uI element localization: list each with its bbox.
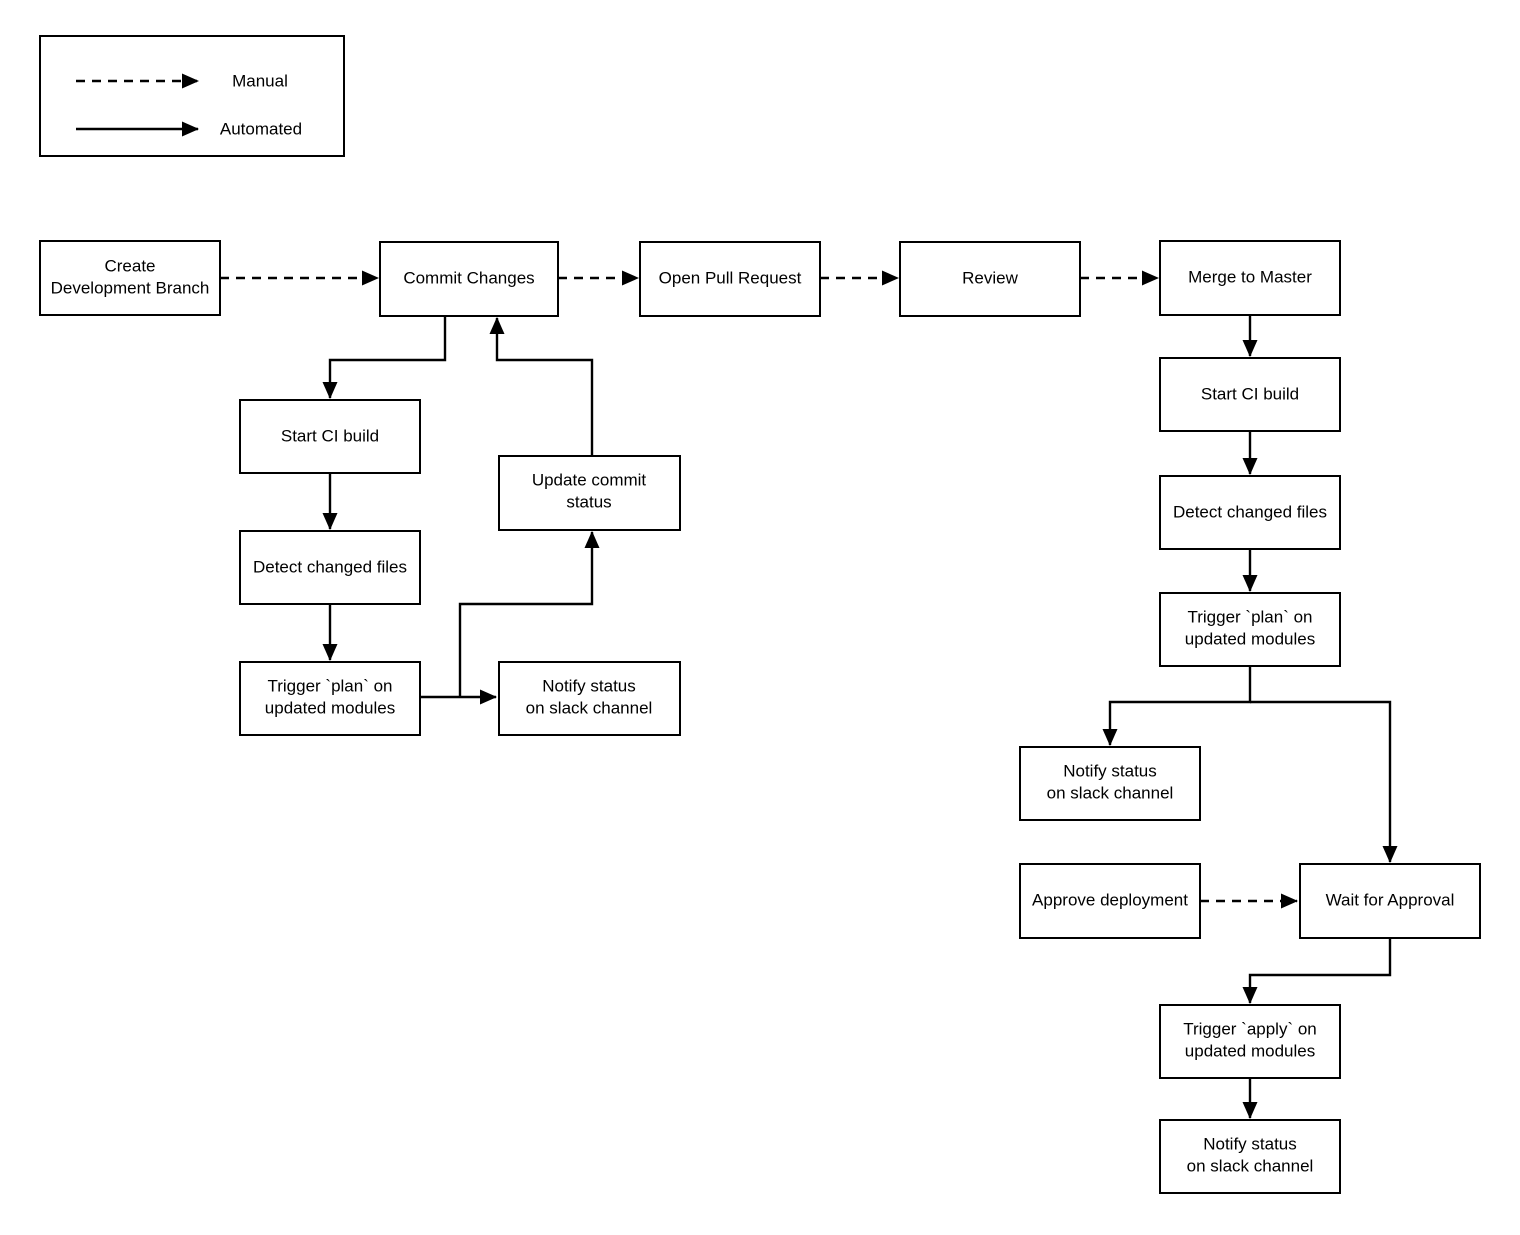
legend: Manual Automated <box>39 35 345 157</box>
node-update-commit-status[interactable]: Update commit status <box>498 455 681 531</box>
node-trigger-apply[interactable]: Trigger `apply` on updated modules <box>1159 1004 1341 1079</box>
node-wait-for-approval-box[interactable] <box>1299 863 1481 939</box>
node-right-detect-changed-files-line1: Detect changed files <box>1173 502 1327 521</box>
node-open-pull-request-box[interactable] <box>639 241 821 317</box>
node-right-notify-slack-apply-line1: Notify status <box>1203 1134 1297 1153</box>
node-left-start-ci-build-box[interactable] <box>239 399 421 474</box>
node-trigger-apply-line2: updated modules <box>1185 1041 1315 1060</box>
node-merge-to-master-box[interactable] <box>1159 240 1341 316</box>
node-review-box[interactable] <box>899 241 1081 317</box>
node-create-development-branch[interactable]: Create Development Branch <box>39 240 221 316</box>
nodes: Create Development Branch Commit Changes… <box>39 240 1481 1194</box>
node-right-detect-changed-files[interactable]: Detect changed files <box>1159 475 1341 550</box>
node-trigger-apply-box[interactable] <box>1159 1004 1341 1079</box>
node-right-trigger-plan-box[interactable] <box>1159 592 1341 667</box>
node-left-notify-slack-line1: Notify status <box>542 676 636 695</box>
node-open-pull-request[interactable]: Open Pull Request <box>639 241 821 317</box>
node-right-start-ci-build-line1: Start CI build <box>1201 384 1299 403</box>
node-review-line1: Review <box>962 268 1018 287</box>
node-right-detect-changed-files-box[interactable] <box>1159 475 1341 550</box>
node-left-detect-changed-files[interactable]: Detect changed files <box>239 530 421 605</box>
edges <box>220 270 1398 1120</box>
node-left-notify-slack-line2: on slack channel <box>526 698 653 717</box>
node-left-trigger-plan-box[interactable] <box>239 661 421 736</box>
node-approve-deployment[interactable]: Approve deployment <box>1019 863 1201 939</box>
node-approve-deployment-line1: Approve deployment <box>1032 890 1188 909</box>
node-wait-for-approval[interactable]: Wait for Approval <box>1299 863 1481 939</box>
node-right-notify-slack-plan-box[interactable] <box>1019 746 1201 821</box>
node-update-commit-status-line2: status <box>566 492 611 511</box>
edge-right-plan-to-notify <box>1102 666 1252 747</box>
node-right-start-ci-build-box[interactable] <box>1159 357 1341 432</box>
node-create-development-branch-box[interactable] <box>39 240 221 316</box>
edge-commit-to-left-start-ci <box>322 316 447 400</box>
node-right-notify-slack-apply[interactable]: Notify status on slack channel <box>1159 1119 1341 1194</box>
node-right-trigger-plan[interactable]: Trigger `plan` on updated modules <box>1159 592 1341 667</box>
legend-automated-label: Automated <box>220 119 302 138</box>
node-left-start-ci-build-line1: Start CI build <box>281 426 379 445</box>
node-right-start-ci-build[interactable]: Start CI build <box>1159 357 1341 432</box>
legend-manual-label: Manual <box>232 71 288 90</box>
edge-update-commit-status-to-commit <box>489 316 594 456</box>
node-review[interactable]: Review <box>899 241 1081 317</box>
node-approve-deployment-box[interactable] <box>1019 863 1201 939</box>
node-right-notify-slack-apply-box[interactable] <box>1159 1119 1341 1194</box>
node-left-start-ci-build[interactable]: Start CI build <box>239 399 421 474</box>
node-left-detect-changed-files-box[interactable] <box>239 530 421 605</box>
node-wait-for-approval-line1: Wait for Approval <box>1326 890 1455 909</box>
node-merge-to-master[interactable]: Merge to Master <box>1159 240 1341 316</box>
node-right-notify-slack-plan-line2: on slack channel <box>1047 783 1174 802</box>
node-right-trigger-plan-line1: Trigger `plan` on <box>1187 607 1312 626</box>
edge-left-plan-to-update-commit-status <box>458 530 600 697</box>
node-right-notify-slack-plan[interactable]: Notify status on slack channel <box>1019 746 1201 821</box>
node-trigger-apply-line1: Trigger `apply` on <box>1183 1019 1317 1038</box>
node-commit-changes-line1: Commit Changes <box>403 268 534 287</box>
node-commit-changes[interactable]: Commit Changes <box>379 241 559 317</box>
node-left-detect-changed-files-line1: Detect changed files <box>253 557 407 576</box>
node-create-development-branch-line2: Development Branch <box>51 278 210 297</box>
node-left-notify-slack-box[interactable] <box>498 661 681 736</box>
node-commit-changes-box[interactable] <box>379 241 559 317</box>
node-right-trigger-plan-line2: updated modules <box>1185 629 1315 648</box>
node-left-trigger-plan-line2: updated modules <box>265 698 395 717</box>
edge-right-plan-to-wait-approval <box>1250 700 1398 864</box>
node-right-notify-slack-plan-line1: Notify status <box>1063 761 1157 780</box>
edge-wait-to-trigger-apply <box>1242 938 1392 1005</box>
node-left-trigger-plan-line1: Trigger `plan` on <box>267 676 392 695</box>
node-update-commit-status-line1: Update commit <box>532 470 647 489</box>
node-left-notify-slack[interactable]: Notify status on slack channel <box>498 661 681 736</box>
node-update-commit-status-box[interactable] <box>498 455 681 531</box>
node-right-notify-slack-apply-line2: on slack channel <box>1187 1156 1314 1175</box>
node-create-development-branch-line1: Create <box>104 256 155 275</box>
node-left-trigger-plan[interactable]: Trigger `plan` on updated modules <box>239 661 421 736</box>
node-merge-to-master-line1: Merge to Master <box>1188 267 1312 286</box>
node-open-pull-request-line1: Open Pull Request <box>659 268 802 287</box>
